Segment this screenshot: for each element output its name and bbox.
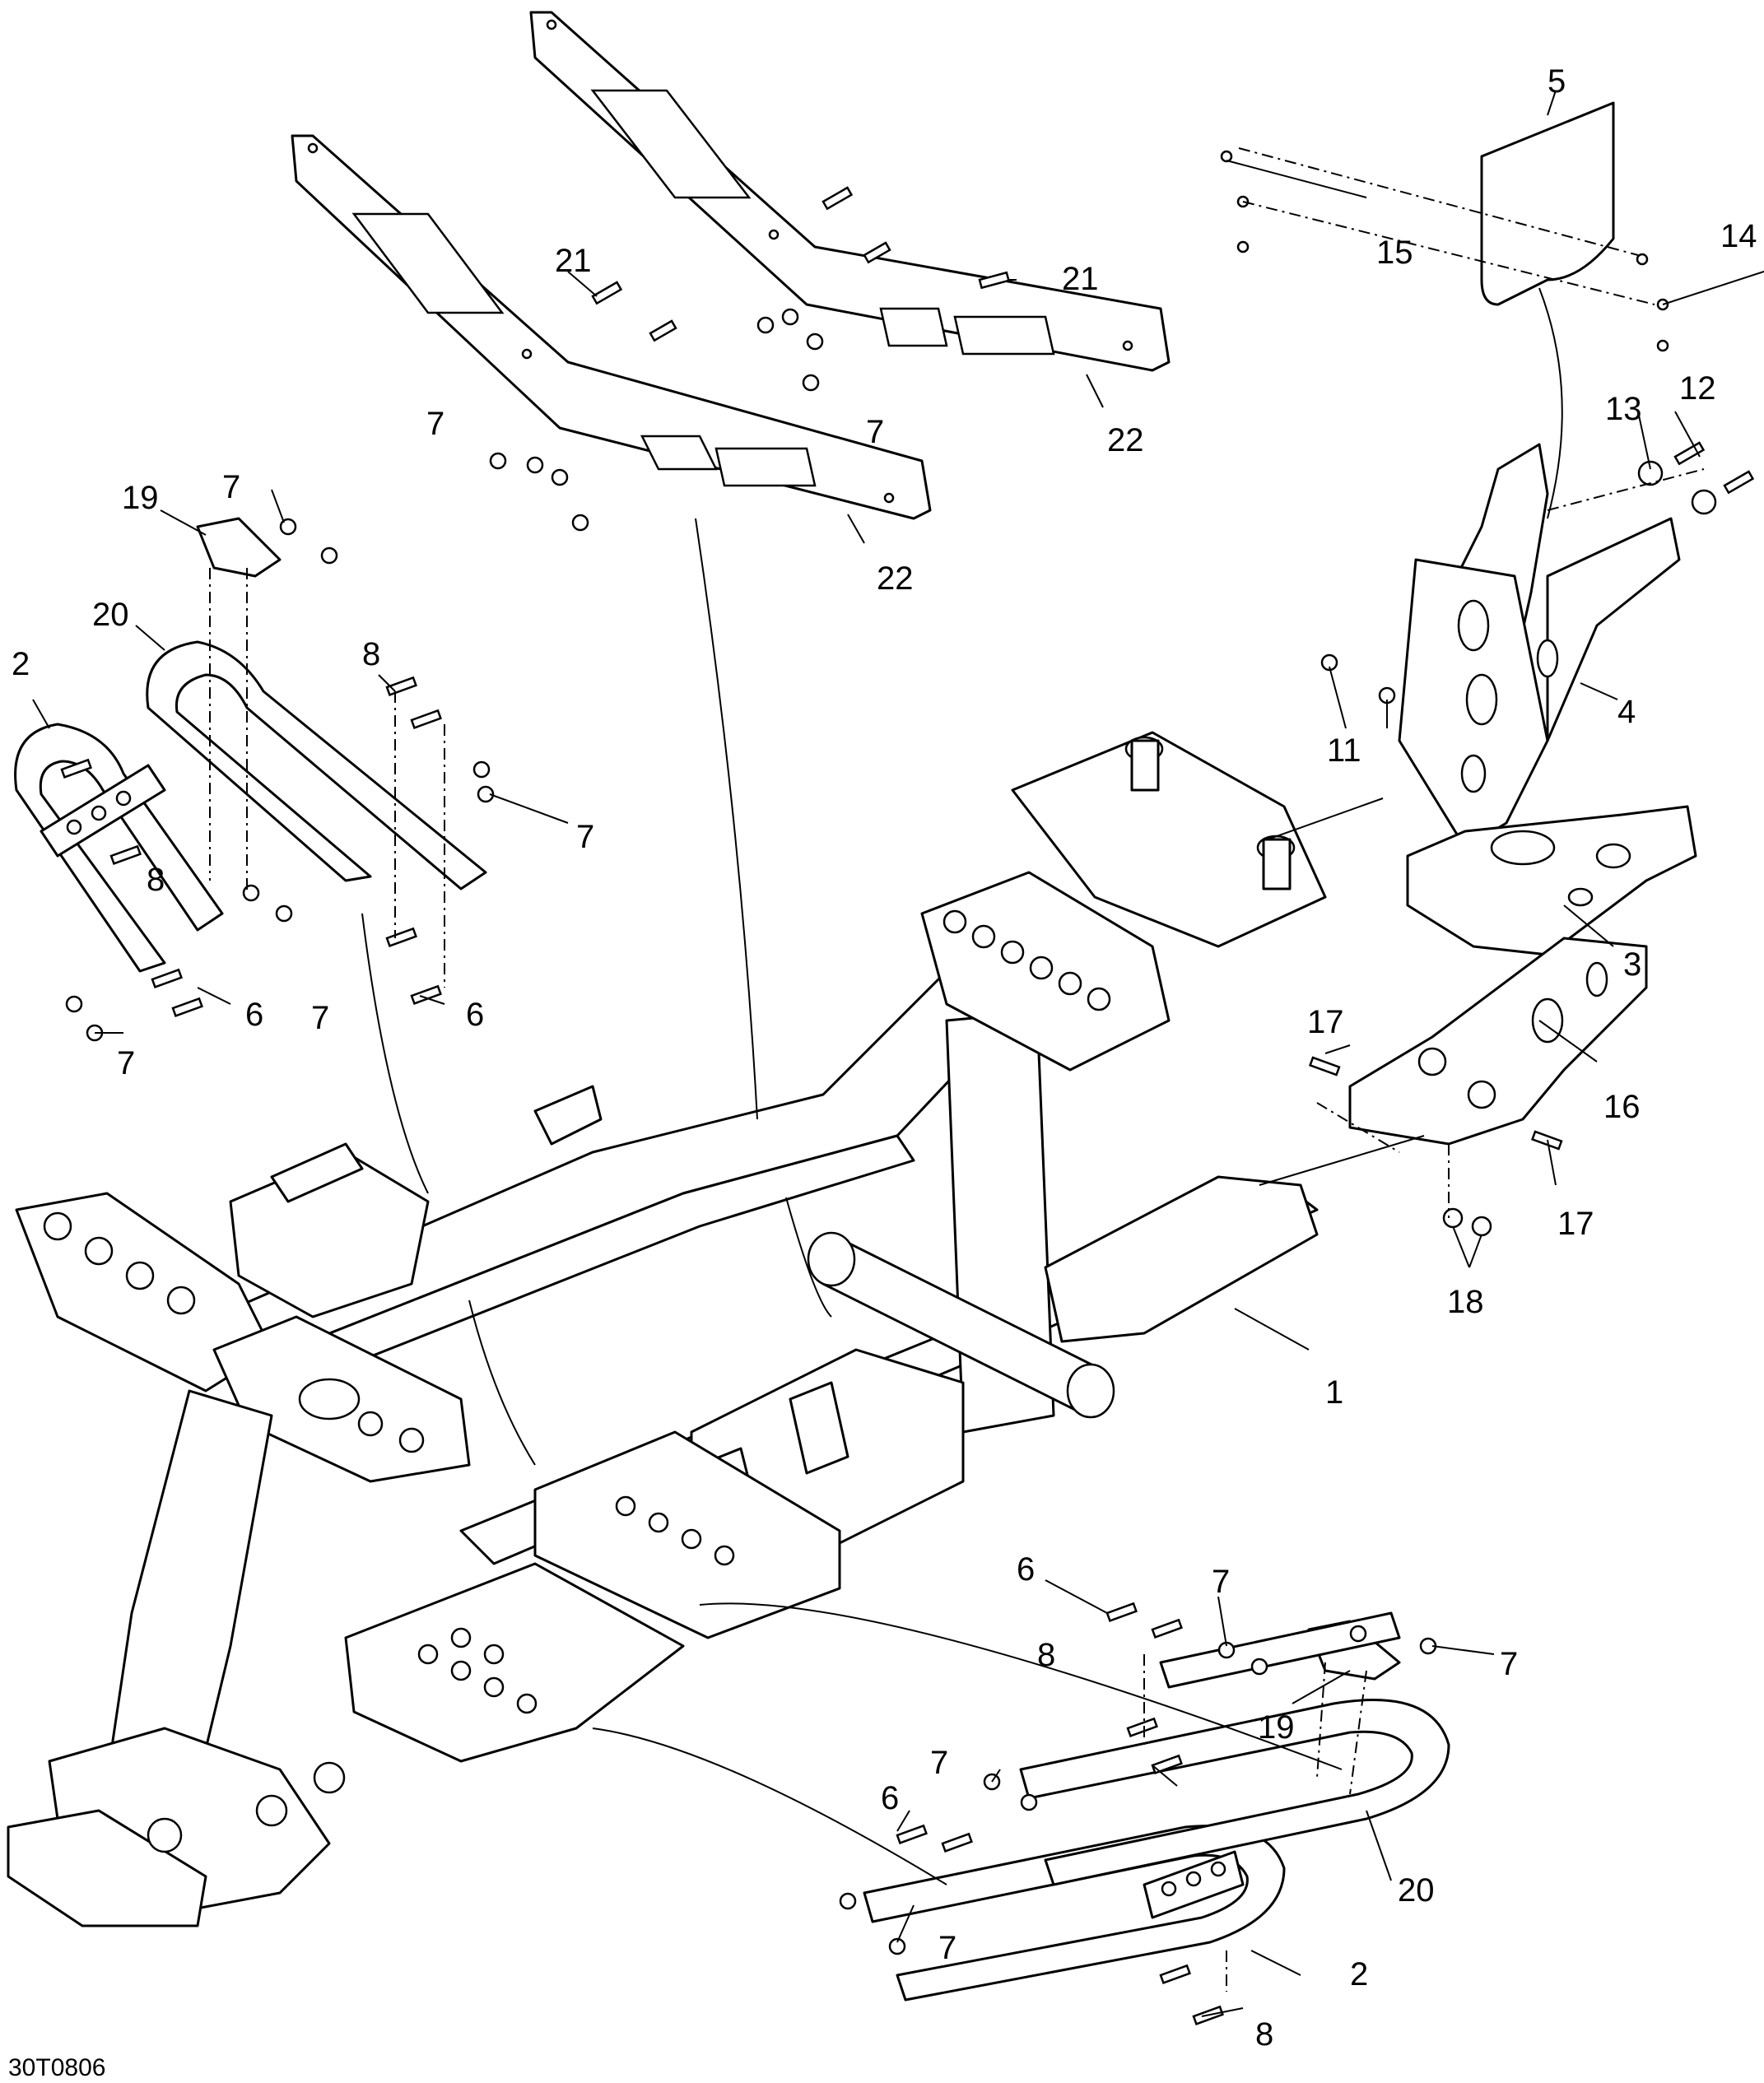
mud-guard-plate-5 bbox=[1480, 101, 1615, 306]
callout-6a: 6 bbox=[245, 997, 263, 1033]
callout-6d: 6 bbox=[881, 1780, 899, 1816]
upper-frame-rail-left bbox=[291, 134, 932, 520]
callout-leaders bbox=[32, 90, 1764, 2017]
callout-18: 18 bbox=[1447, 1284, 1484, 1320]
callout-8c: 8 bbox=[1037, 1637, 1055, 1673]
callout-6b: 6 bbox=[466, 997, 484, 1033]
callout-22b: 22 bbox=[1107, 422, 1144, 458]
callout-19b: 19 bbox=[1258, 1709, 1295, 1746]
callout-1: 1 bbox=[1325, 1374, 1343, 1411]
callout-16: 16 bbox=[1603, 1089, 1641, 1125]
callout-6c: 6 bbox=[1017, 1551, 1035, 1588]
callout-2b: 2 bbox=[1350, 1956, 1368, 1992]
callout-4: 4 bbox=[1617, 694, 1636, 730]
callout-21b: 21 bbox=[1062, 261, 1099, 297]
side-plate-16 bbox=[1348, 937, 1648, 1146]
callout-8a: 8 bbox=[362, 636, 380, 672]
callout-8d: 8 bbox=[1255, 2016, 1273, 2053]
callout-7j: 7 bbox=[938, 1930, 956, 1966]
callout-7c: 7 bbox=[222, 469, 240, 505]
callout-7e: 7 bbox=[311, 1000, 329, 1036]
callout-21a: 21 bbox=[555, 243, 592, 279]
callout-7g: 7 bbox=[1212, 1564, 1230, 1600]
callout-7f: 7 bbox=[117, 1045, 135, 1081]
callout-5: 5 bbox=[1548, 63, 1566, 100]
rear-bumper-assembly bbox=[863, 1611, 1450, 2002]
callout-17a: 17 bbox=[1307, 1004, 1344, 1040]
callout-14: 14 bbox=[1720, 218, 1757, 254]
callout-7d: 7 bbox=[576, 819, 594, 855]
callout-3: 3 bbox=[1623, 946, 1641, 983]
callout-2a: 2 bbox=[12, 646, 30, 682]
callout-7h: 7 bbox=[1500, 1646, 1518, 1682]
callout-20b: 20 bbox=[1398, 1872, 1435, 1909]
upper-frame-rail-right bbox=[529, 11, 1171, 372]
callout-19a: 19 bbox=[122, 480, 159, 516]
assembly-path-lines bbox=[209, 147, 1705, 1992]
callout-15: 15 bbox=[1376, 235, 1413, 271]
callout-13: 13 bbox=[1605, 391, 1642, 427]
front-bumper-assembly bbox=[14, 517, 487, 973]
callout-7i: 7 bbox=[930, 1745, 948, 1781]
callout-8b: 8 bbox=[147, 862, 165, 898]
callout-7b: 7 bbox=[866, 414, 884, 450]
callout-20a: 20 bbox=[92, 597, 129, 633]
callout-7a: 7 bbox=[426, 406, 444, 442]
callout-12: 12 bbox=[1679, 370, 1716, 407]
figure-reference-code: 30T0806 bbox=[8, 2054, 105, 2081]
rear-bracket-3 bbox=[1406, 805, 1697, 956]
callout-labels: 1 2 2 3 4 5 6 6 6 6 7 7 7 7 7 7 7 7 7 7 … bbox=[8, 63, 1757, 2081]
main-frame bbox=[7, 731, 1327, 1927]
callout-17b: 17 bbox=[1557, 1206, 1594, 1242]
callout-11: 11 bbox=[1327, 732, 1361, 769]
rear-upper-support-4 bbox=[1398, 443, 1681, 849]
callout-22a: 22 bbox=[877, 560, 914, 597]
